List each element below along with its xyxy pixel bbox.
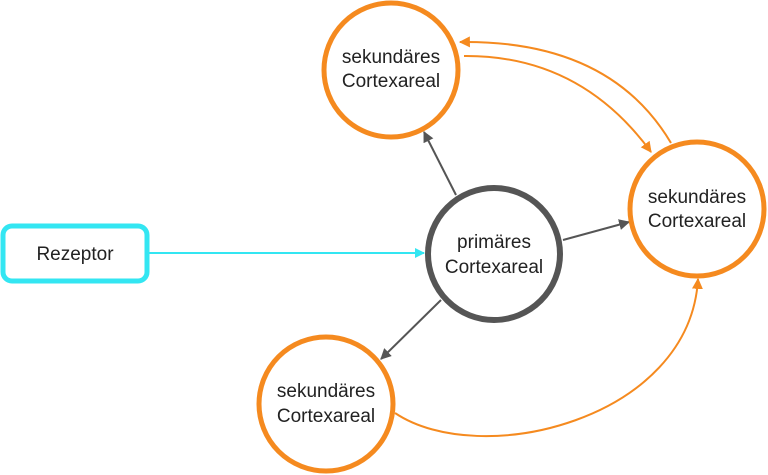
- secondary-cortex-bottom-circle: [256, 334, 396, 474]
- secondary-cortex-right-circle: [627, 139, 767, 279]
- receptor-box: [0, 223, 150, 284]
- arrow-secondary-right-to-secondary-top: [458, 36, 672, 144]
- secondary-cortex-bottom-label-line2: Cortexareal: [277, 406, 375, 427]
- arrow-primary-to-secondary-top: [423, 131, 457, 196]
- receptor-node: Rezeptor: [0, 223, 150, 284]
- arrow-secondary-bottom-to-secondary-right: [394, 277, 703, 438]
- arrow-secondary-top-to-secondary-right: [463, 54, 652, 153]
- arrow-primary-to-secondary-right: [562, 219, 631, 241]
- secondary-cortex-right-label-line1: sekundäres: [648, 187, 746, 208]
- secondary-cortex-top-circle: [321, 0, 461, 140]
- primary-cortex-node: primäres Cortexareal: [425, 185, 563, 323]
- secondary-cortex-right-node: sekundäres Cortexareal: [627, 139, 767, 279]
- secondary-cortex-top-node: sekundäres Cortexareal: [321, 0, 461, 140]
- secondary-cortex-top-label-line2: Cortexareal: [342, 71, 440, 92]
- secondary-cortex-bottom-node: sekundäres Cortexareal: [256, 334, 396, 474]
- primary-cortex-circle: [425, 185, 563, 323]
- secondary-cortex-bottom-label-line1: sekundäres: [277, 381, 375, 402]
- primary-cortex-label-line2: Cortexareal: [445, 257, 543, 278]
- primary-cortex-label-line1: primäres: [457, 232, 531, 253]
- receptor-label: Rezeptor: [36, 244, 114, 265]
- secondary-cortex-right-label-line2: Cortexareal: [648, 211, 746, 232]
- secondary-cortex-top-label-line1: sekundäres: [342, 47, 440, 68]
- arrow-primary-to-secondary-bottom: [380, 299, 442, 360]
